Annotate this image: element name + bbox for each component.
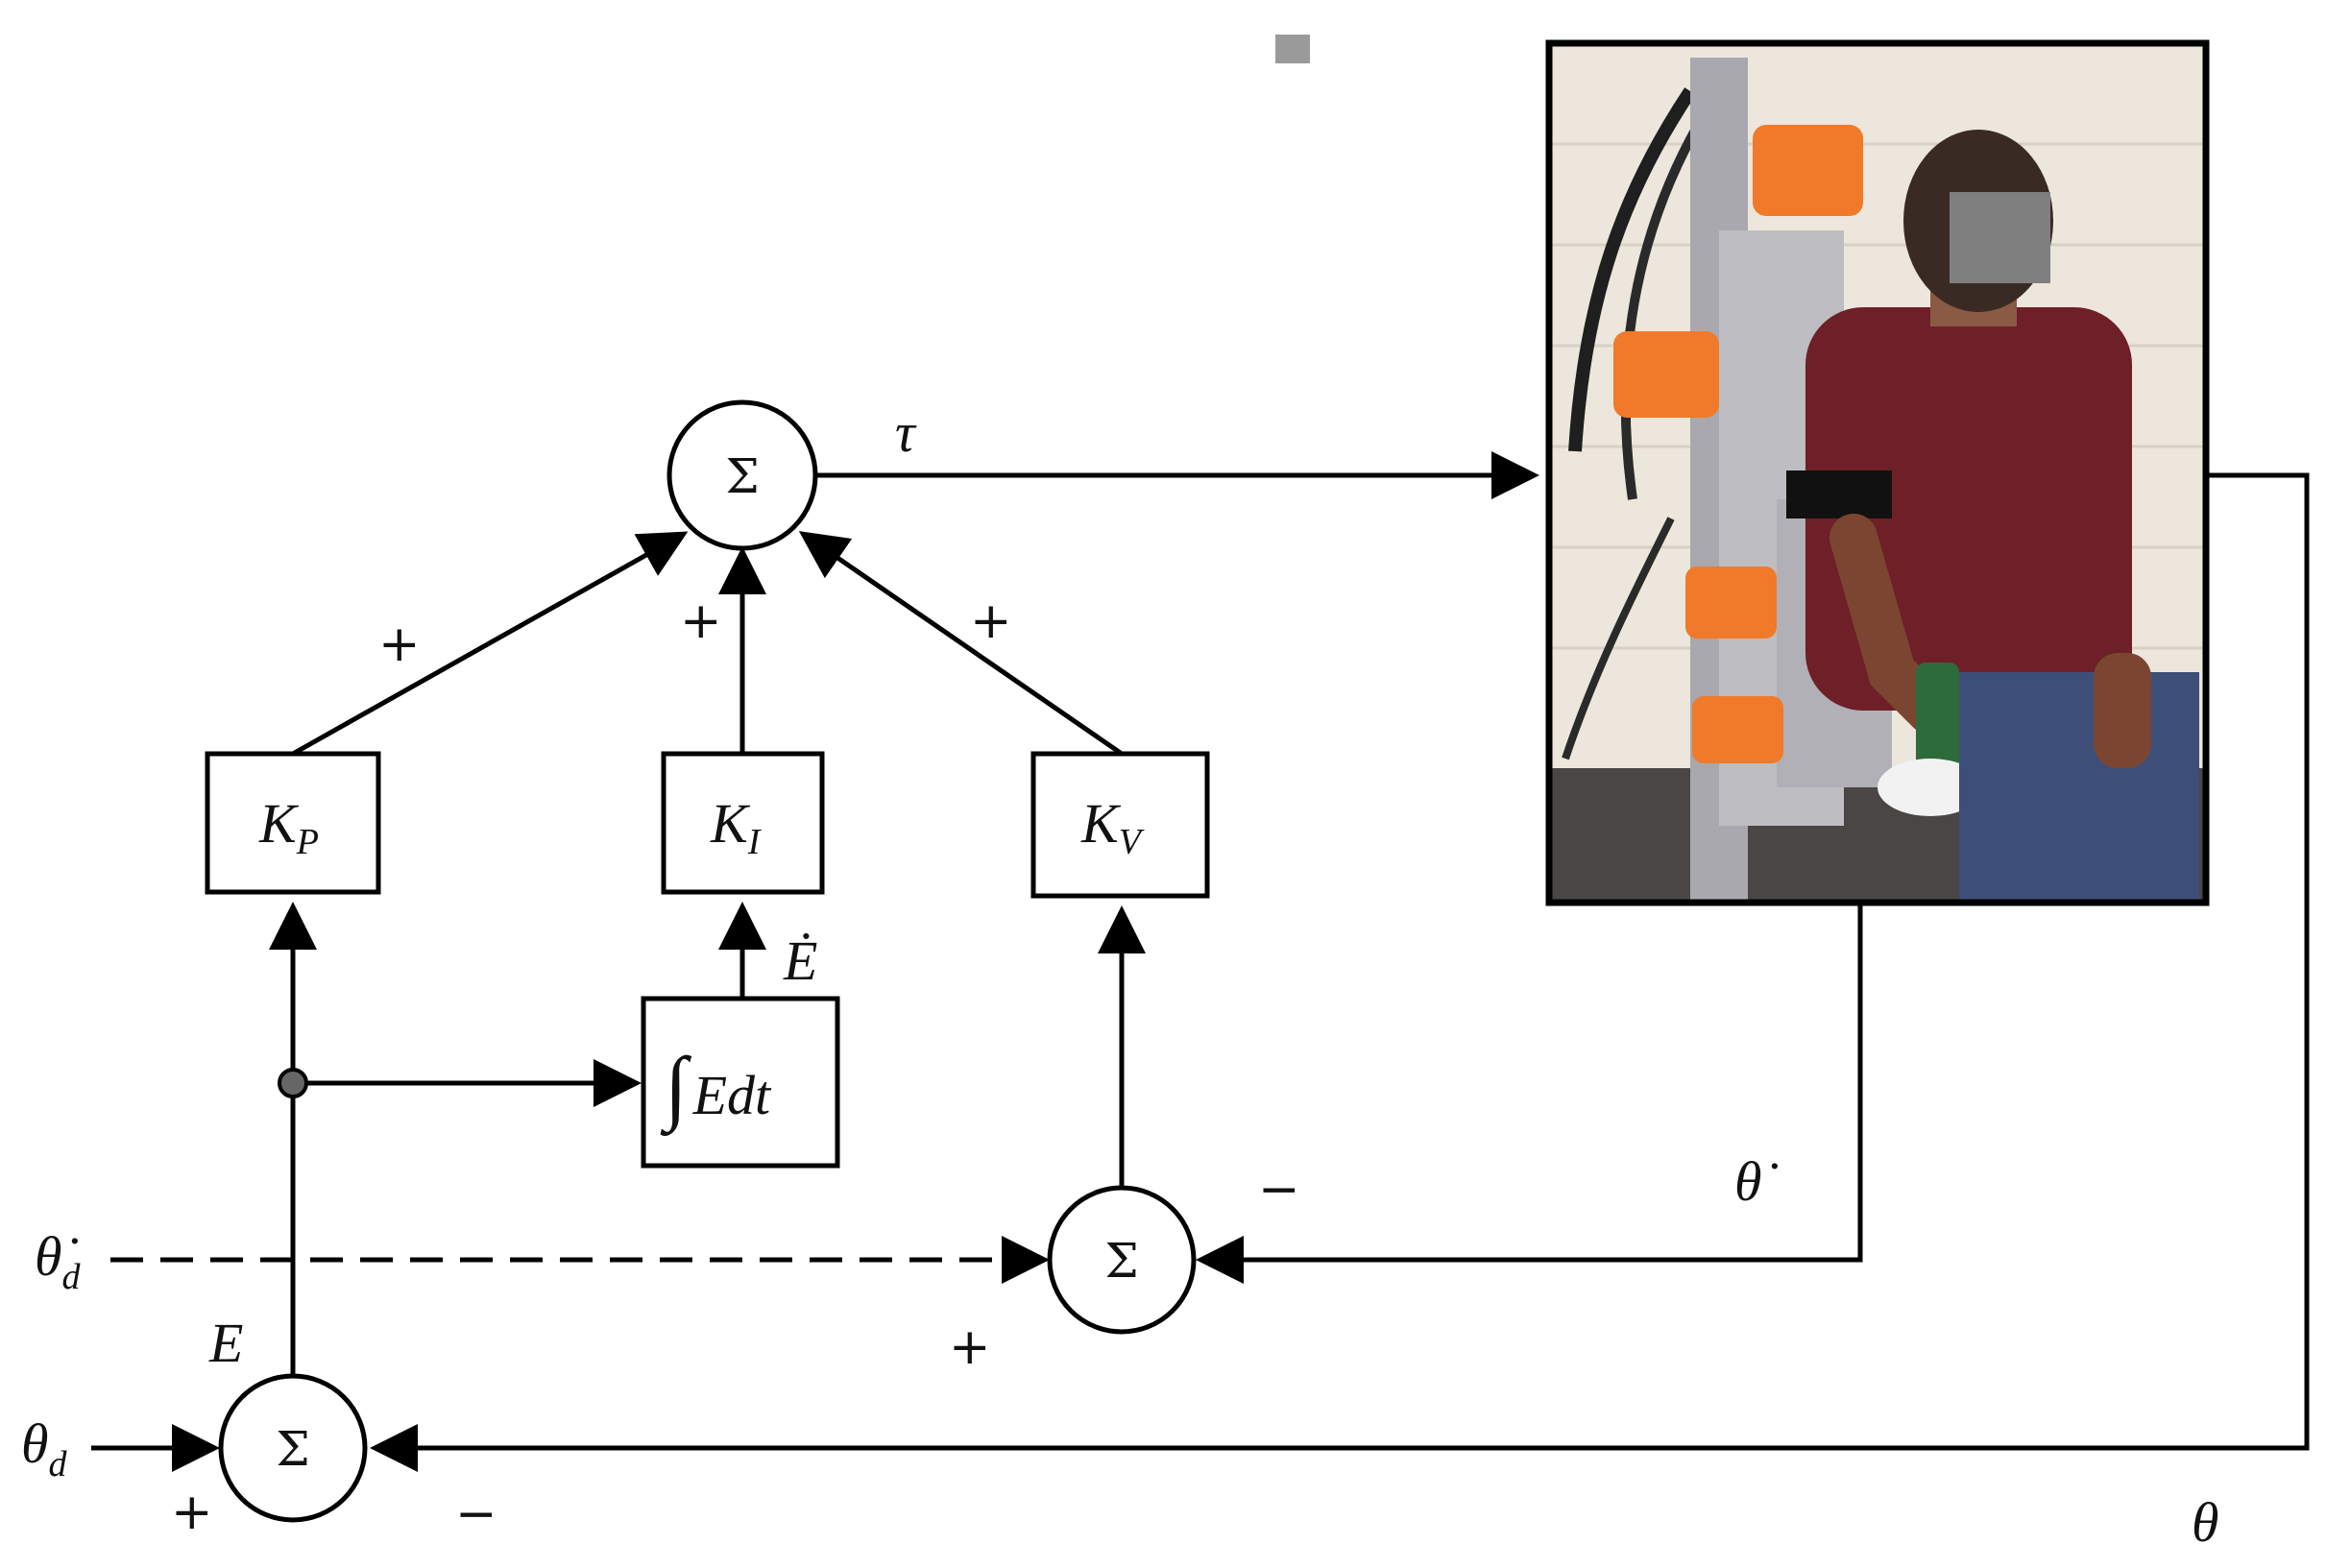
- ki-label: KI: [710, 792, 763, 862]
- kp-label: KP: [258, 792, 319, 862]
- person-jeans: [1959, 672, 2199, 903]
- kv-to-sum-arrow: [798, 531, 1124, 757]
- theta-d-dot-label: θ̇d: [35, 1225, 82, 1297]
- sum-position-symbol: Σ: [276, 1421, 309, 1477]
- ki-sign: +: [680, 592, 722, 650]
- vel-plus-sign: +: [949, 1318, 991, 1376]
- sum-velocity: [1047, 1185, 1197, 1335]
- theta-dot-feedback-line: [1196, 903, 1863, 1284]
- theta-label: θ: [2192, 1491, 2219, 1554]
- grip-base: [1878, 759, 1983, 816]
- integral-label: ∫Edt: [660, 1040, 772, 1137]
- motor-orange: [1753, 125, 1863, 216]
- e-label: E: [208, 1312, 243, 1374]
- theta-d-label: θd: [21, 1412, 68, 1484]
- ki-block: [661, 751, 825, 895]
- exoskeleton-photo: [1549, 43, 2206, 903]
- person-hand: [2094, 653, 2151, 768]
- kp-block: [205, 751, 381, 895]
- theta-feedback-line: [370, 472, 2310, 1472]
- arm-cuff: [1786, 470, 1892, 519]
- tau-label: τ: [895, 401, 917, 464]
- sum-torque: [666, 399, 818, 551]
- motor-orange: [1613, 331, 1719, 418]
- motor-orange: [1692, 696, 1783, 763]
- integral-block: [641, 996, 840, 1169]
- kv-block: [1030, 751, 1210, 899]
- kp-to-sum-arrow: [291, 531, 689, 757]
- pos-minus-sign: −: [455, 1485, 497, 1543]
- e-dot-label: Ė: [783, 929, 817, 992]
- sum-velocity-symbol: Σ: [1104, 1233, 1138, 1289]
- sum-torque-symbol: Σ: [725, 448, 759, 504]
- pos-plus-sign: +: [171, 1484, 213, 1541]
- kv-label: KV: [1080, 792, 1145, 862]
- face-blur: [1950, 192, 2050, 283]
- branch-point: [278, 1068, 308, 1098]
- grip-handle: [1916, 663, 1959, 787]
- motor-orange: [1685, 567, 1777, 639]
- kv-sign: +: [970, 592, 1012, 650]
- corner-marker: [1275, 35, 1310, 63]
- kp-sign: +: [378, 615, 421, 673]
- theta-dot-label: θ̇: [1734, 1150, 1778, 1213]
- vel-minus-sign: −: [1258, 1161, 1300, 1218]
- sum-position: [218, 1373, 368, 1523]
